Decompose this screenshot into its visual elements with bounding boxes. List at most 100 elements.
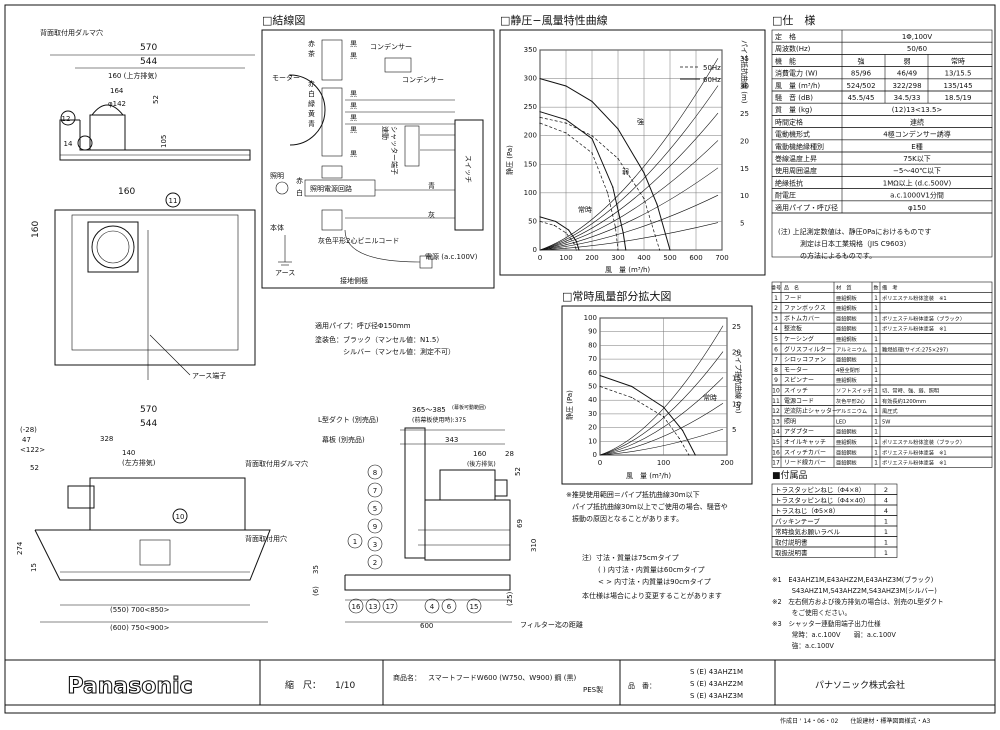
light-circuit: 照明電源回路 — [310, 184, 352, 193]
parts-note: 備 考 — [882, 284, 898, 292]
data-point — [575, 249, 578, 251]
x-tick-label: 500 — [663, 254, 676, 262]
data-point — [553, 224, 555, 227]
accessory-name: 常時換気お願いラベル — [775, 527, 841, 536]
dim-note-3: < > 内寸法・内質量は90cmタイプ — [598, 577, 711, 586]
spec-cell-value: −5〜40℃以下 — [893, 167, 941, 175]
note-line: ※3 シャッター連動用端子出力仕様 — [772, 619, 881, 628]
wire-white: 白 — [308, 89, 315, 98]
parts-material: 亜鉛鋼板 — [836, 459, 858, 467]
pressure-ylabel: 静圧 (Pa) — [505, 145, 514, 175]
enlarge-annot: 常時 — [703, 393, 717, 402]
data-point — [625, 249, 627, 251]
data-point — [539, 220, 541, 223]
parts-qty: 1 — [874, 408, 878, 415]
spec-cell-label: 適用パイプ・呼び径 — [775, 203, 838, 212]
callout-6: 6 — [447, 603, 452, 611]
accessory-name: トラスねじ（Φ5×8） — [775, 507, 839, 515]
parts-note: ポリエステル粉体塗装 ※1 — [882, 459, 947, 467]
spec-cell-regular: 18.5/19 — [945, 94, 972, 102]
side-365: 365〜385 — [412, 406, 446, 414]
legend-50hz: 50Hz — [703, 64, 721, 72]
wire-white-3: 白 — [296, 188, 303, 197]
accessories: ■付属品 トラスタッピンねじ（Φ4×8）2トラスタッピンねじ（Φ4×40）4トラ… — [771, 470, 898, 558]
data-point — [539, 77, 541, 80]
top-darma-label: 背面取付用ダルマ穴 — [40, 28, 103, 37]
spec-cell-label: 周波数(Hz) — [775, 44, 811, 53]
series-line-1 — [539, 117, 660, 251]
parts-no: 番号 — [771, 285, 781, 292]
accessory-name: 取扱説明書 — [775, 548, 808, 557]
dim-105: 105 — [160, 135, 168, 148]
accessory-qty: 1 — [884, 549, 888, 557]
spec-cell-label: 騒 音 (dB) — [775, 93, 813, 102]
wire-red-2: 赤 — [308, 80, 315, 88]
y-tick-label: 100 — [524, 189, 537, 197]
warn-2: パイプ抵抗曲線30m以上でご使用の場合、騒音や — [572, 502, 728, 511]
parts-no: 4 — [774, 326, 778, 333]
parts-material: 亜鉛鋼板 — [836, 438, 858, 446]
parts-qty: 1 — [874, 346, 878, 353]
front-dim-47: 47 — [22, 436, 31, 444]
parts-no: 3 — [774, 315, 778, 322]
front-dim-52: 52 — [30, 464, 39, 472]
model-3: S (E) 43AHZ3M — [690, 692, 743, 700]
spec-cell-label: 絶縁抵抗 — [775, 178, 803, 187]
callout-7: 7 — [373, 487, 377, 495]
spec-cell-value: 75K以下 — [903, 155, 931, 163]
parts-note: ポリエステル粉体塗装 ※1 — [882, 294, 947, 302]
front-dim-544: 544 — [140, 419, 157, 429]
parts-qty: 1 — [874, 439, 878, 446]
parts-qty: 1 — [874, 388, 878, 395]
spec-cell-label: 質 量 (kg) — [775, 105, 812, 114]
parts-name: アダプター — [784, 428, 814, 436]
product-name: スマートフードW600 (W750、W900) 鋼 (黒) — [428, 673, 577, 682]
warn-3: 振動の原因となることがあります。 — [572, 514, 683, 523]
parts-name: スピンナー — [784, 377, 814, 384]
side-375: (前幕板使用時):375 — [412, 416, 466, 424]
pipe-resistance-curve — [539, 222, 719, 251]
side-600: 600 — [420, 622, 433, 630]
legend-60hz: 60Hz — [703, 76, 721, 84]
switch-label: スイッチ — [464, 155, 472, 183]
pipe-resistance-curve — [599, 403, 724, 456]
warn-1: ※推奨使用範囲＝パイプ抵抗曲線30m以下 — [566, 490, 700, 499]
pipe-resistance-curve — [599, 377, 724, 456]
data-point — [591, 100, 593, 103]
series-line-2 — [539, 111, 627, 251]
data-point — [617, 157, 619, 160]
y2-tick-label: 5 — [740, 220, 744, 228]
wire-black-2: 黒 — [350, 52, 357, 60]
earth-label: アース端子 — [192, 371, 226, 380]
data-point — [612, 186, 614, 188]
spec-cell-value: 50/60 — [907, 45, 927, 53]
parts-no: 9 — [774, 377, 778, 384]
parts-name: シロッコファン — [784, 357, 826, 364]
data-point — [662, 406, 665, 408]
accessory-name: パッキンテープ — [775, 518, 820, 526]
data-point — [565, 132, 567, 134]
x-tick-label: 400 — [637, 254, 650, 262]
wire-blue-sw: 青 — [428, 181, 435, 190]
parts-no: 1 — [774, 295, 778, 302]
parts-material: 亜鉛鋼板 — [836, 335, 858, 343]
parts-no: 11 — [772, 398, 780, 405]
y-tick-label: 40 — [588, 396, 597, 404]
x-tick-label: 700 — [715, 254, 728, 262]
parts-material: LED — [836, 419, 846, 425]
shutter-speed: 速動 — [381, 126, 390, 140]
spec-cell-regular: 常時 — [951, 56, 965, 65]
data-point — [659, 249, 661, 251]
data-point — [617, 249, 619, 251]
x-tick-label: 200 — [720, 459, 733, 467]
callout-9: 9 — [373, 523, 377, 531]
data-point — [599, 374, 601, 377]
x-tick-label: 200 — [585, 254, 598, 262]
parts-note: 切、常時、強、弱、照明 — [882, 387, 939, 395]
pipe-resistance-curve — [599, 428, 724, 456]
wire-green: 緑 — [308, 99, 315, 108]
pressure-xlabel: 風 量 (m³/h) — [605, 266, 650, 274]
spec-note-3: の方法によるものです。 — [800, 251, 876, 260]
